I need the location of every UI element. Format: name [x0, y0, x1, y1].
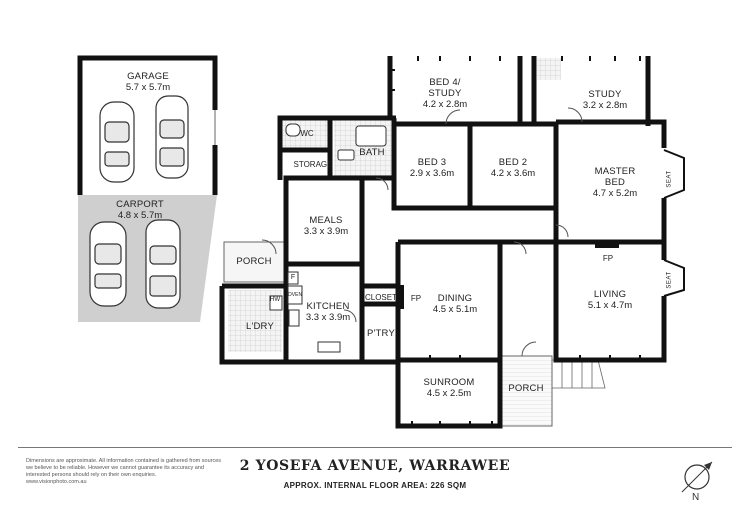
room-name: DINING: [437, 293, 473, 304]
room-dimensions: 2.9 x 3.6m: [409, 167, 455, 179]
room-name: GARAGE: [127, 71, 169, 82]
room-dimensions: 3.2 x 2.8m: [582, 99, 628, 111]
room-carport: CARPORT 4.8 x 5.7m: [100, 199, 180, 222]
floor-area: APPROX. INTERNAL FLOOR AREA: 226 SQM: [283, 481, 467, 490]
hot-water-label: HW: [270, 297, 280, 303]
disclaimer: Dimensions are approximate. All informat…: [26, 458, 226, 487]
fridge-label: F: [290, 274, 296, 281]
room-storage: STORAGE: [293, 160, 333, 169]
room-master-bed: MASTER BED 4.7 x 5.2m: [580, 166, 650, 200]
room-living: LIVING 5.1 x 4.7m: [575, 289, 645, 312]
floor-plan: [77, 55, 685, 429]
room-dimensions: 4.5 x 2.5m: [426, 387, 472, 399]
windows: [390, 56, 641, 426]
room-dimensions: 4.2 x 2.8m: [422, 98, 468, 110]
room-laundry: L'DRY: [246, 321, 274, 332]
oven-label: OVEN: [287, 292, 303, 298]
disclaimer-text: Dimensions are approximate. All informat…: [26, 458, 222, 479]
room-dimensions: 3.3 x 3.9m: [303, 225, 349, 237]
room-name: LIVING: [593, 289, 627, 300]
door-swings: [261, 107, 583, 357]
room-front-porch: PORCH: [508, 383, 544, 394]
room-dimensions: 3.3 x 3.9m: [305, 311, 351, 323]
room-name: MEALS: [309, 215, 343, 226]
room-name: KITCHEN: [306, 301, 350, 312]
room-name: SUNROOM: [423, 377, 475, 388]
room-meals: MEALS 3.3 x 3.9m: [296, 215, 356, 238]
room-sunroom: SUNROOM 4.5 x 2.5m: [414, 377, 484, 400]
room-dimensions: 4.2 x 3.6m: [490, 167, 536, 179]
garage-walls: [77, 55, 218, 195]
room-name: CARPORT: [116, 199, 164, 210]
room-bed4: BED 4/ STUDY 4.2 x 2.8m: [405, 77, 485, 111]
front-porch-floor: [499, 355, 553, 427]
room-bed3: BED 3 2.9 x 3.6m: [402, 157, 462, 180]
room-wc: WC: [300, 129, 314, 138]
room-study: STUDY 3.2 x 2.8m: [570, 89, 640, 112]
room-closet: CLOSET: [364, 293, 397, 302]
room-pantry: P'TRY: [367, 328, 395, 339]
car-icons: [89, 95, 189, 309]
room-bath: BATH: [359, 147, 385, 158]
side-porch-floor: [223, 241, 285, 283]
fixtures: [269, 123, 387, 353]
room-bed2: BED 2 4.2 x 3.6m: [478, 157, 548, 180]
room-dining: DINING 4.5 x 5.1m: [420, 293, 490, 316]
room-name: BED 4/: [429, 77, 461, 88]
property-address: 2 YOSEFA AVENUE, WARRAWEE: [239, 458, 511, 474]
room-name: STUDY: [428, 87, 462, 99]
room-dimensions: 4.5 x 5.1m: [432, 303, 478, 315]
room-name: MASTER: [594, 166, 636, 177]
room-dimensions: 5.1 x 4.7m: [587, 299, 633, 311]
room-side-porch: PORCH: [236, 256, 272, 267]
room-name: BED 2: [498, 157, 528, 168]
fireplaces: [398, 242, 619, 309]
room-name: BED 3: [417, 157, 447, 168]
room-name: BED: [604, 176, 626, 188]
north-letter: N: [692, 492, 699, 502]
room-dimensions: 5.7 x 5.7m: [125, 81, 171, 93]
fireplace-label-dining: FP: [410, 294, 422, 303]
seat-label-master: SEAT: [666, 170, 673, 188]
front-steps: [551, 359, 606, 389]
bay-windows: [663, 149, 685, 297]
room-dimensions: 4.7 x 5.2m: [592, 187, 638, 199]
north-arrow-icon: N: [681, 461, 713, 502]
footer-divider: [18, 447, 732, 448]
room-garage: GARAGE 5.7 x 5.7m: [108, 71, 188, 94]
fireplace-label-living: FP: [602, 254, 614, 263]
website-text: www.visionphoto.com.au: [26, 479, 87, 486]
room-kitchen: KITCHEN 3.3 x 3.9m: [296, 301, 360, 324]
seat-label-living: SEAT: [666, 271, 673, 289]
house-walls: [219, 56, 667, 429]
room-dimensions: 4.8 x 5.7m: [117, 209, 163, 221]
room-name: STUDY: [588, 89, 622, 100]
